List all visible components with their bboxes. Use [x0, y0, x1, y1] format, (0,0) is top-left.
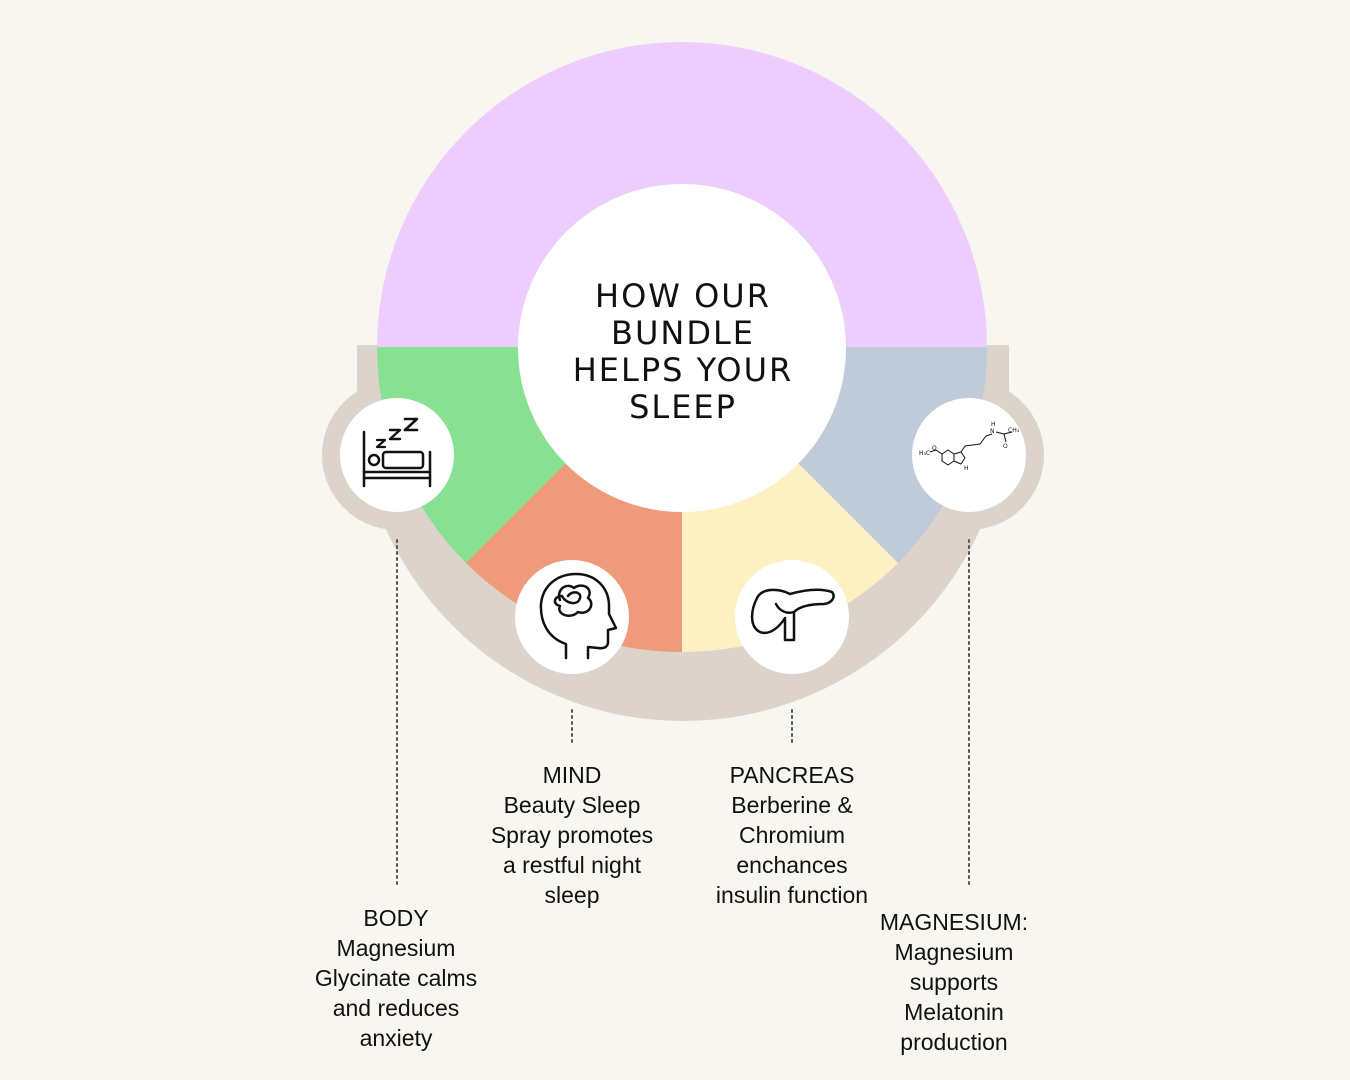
- molecule-labels: H₃C O N H O CH₃ H: [919, 421, 1020, 472]
- pancreas-icon-circle: [735, 560, 849, 674]
- sleeping-in-bed-icon: [362, 417, 432, 488]
- magnesium-caption: MAGNESIUM: Magnesium supports Melatonin …: [844, 907, 1064, 1057]
- body-heading: BODY: [363, 905, 429, 931]
- magnesium-line: Melatonin: [904, 999, 1004, 1025]
- molecule-label-methoxy: H₃C: [919, 450, 930, 457]
- molecule-label-carbonyl: O: [1003, 443, 1008, 450]
- molecule-label-amine: N: [990, 428, 995, 435]
- body-line: anxiety: [359, 1025, 433, 1051]
- title-circle: [518, 184, 846, 512]
- molecule-label-nh: H: [991, 421, 996, 428]
- pancreas-line: insulin function: [715, 882, 869, 908]
- pancreas-icon: [750, 588, 835, 642]
- pancreas-line: Berberine &: [731, 792, 853, 818]
- mind-caption: MIND Beauty Sleep Spray promotes a restf…: [462, 760, 682, 910]
- magnesium-line: supports: [909, 969, 999, 995]
- molecule-label-oxygen: O: [932, 445, 937, 452]
- magnesium-line: Magnesium: [894, 939, 1014, 965]
- magnesium-heading: MAGNESIUM:: [879, 909, 1029, 935]
- body-caption: BODY Magnesium Glycinate calms and reduc…: [286, 903, 506, 1053]
- diagram-title: HOW OUR BUNDLE HELPS YOUR SLEEP: [572, 277, 794, 426]
- melatonin-molecule-icon: [929, 431, 1013, 466]
- body-icon-circle: [340, 398, 454, 512]
- pancreas-line: Chromium: [738, 822, 846, 848]
- magnesium-line: production: [900, 1029, 1008, 1055]
- pancreas-caption: PANCREAS Berberine & Chromium enchances …: [682, 760, 902, 910]
- leader-lines: [396, 539, 970, 889]
- pancreas-line: enchances: [736, 852, 848, 878]
- molecule-label-methyl: CH₃: [1008, 427, 1020, 434]
- mind-heading: MIND: [542, 762, 602, 788]
- body-line: Glycinate calms: [314, 965, 478, 991]
- body-line: Magnesium: [336, 935, 456, 961]
- magnesium-icon-circle: [912, 398, 1026, 512]
- molecule-label-indole-h: H: [964, 465, 969, 472]
- mind-line: a restful night: [502, 852, 642, 878]
- mind-icon-circle: [515, 560, 629, 674]
- tangled-mind-head-icon: [539, 572, 618, 660]
- mind-line: Spray promotes: [490, 822, 654, 848]
- mind-line: sleep: [544, 882, 600, 908]
- pancreas-heading: PANCREAS: [729, 762, 855, 788]
- body-line: and reduces: [332, 995, 460, 1021]
- mind-line: Beauty Sleep: [503, 792, 641, 818]
